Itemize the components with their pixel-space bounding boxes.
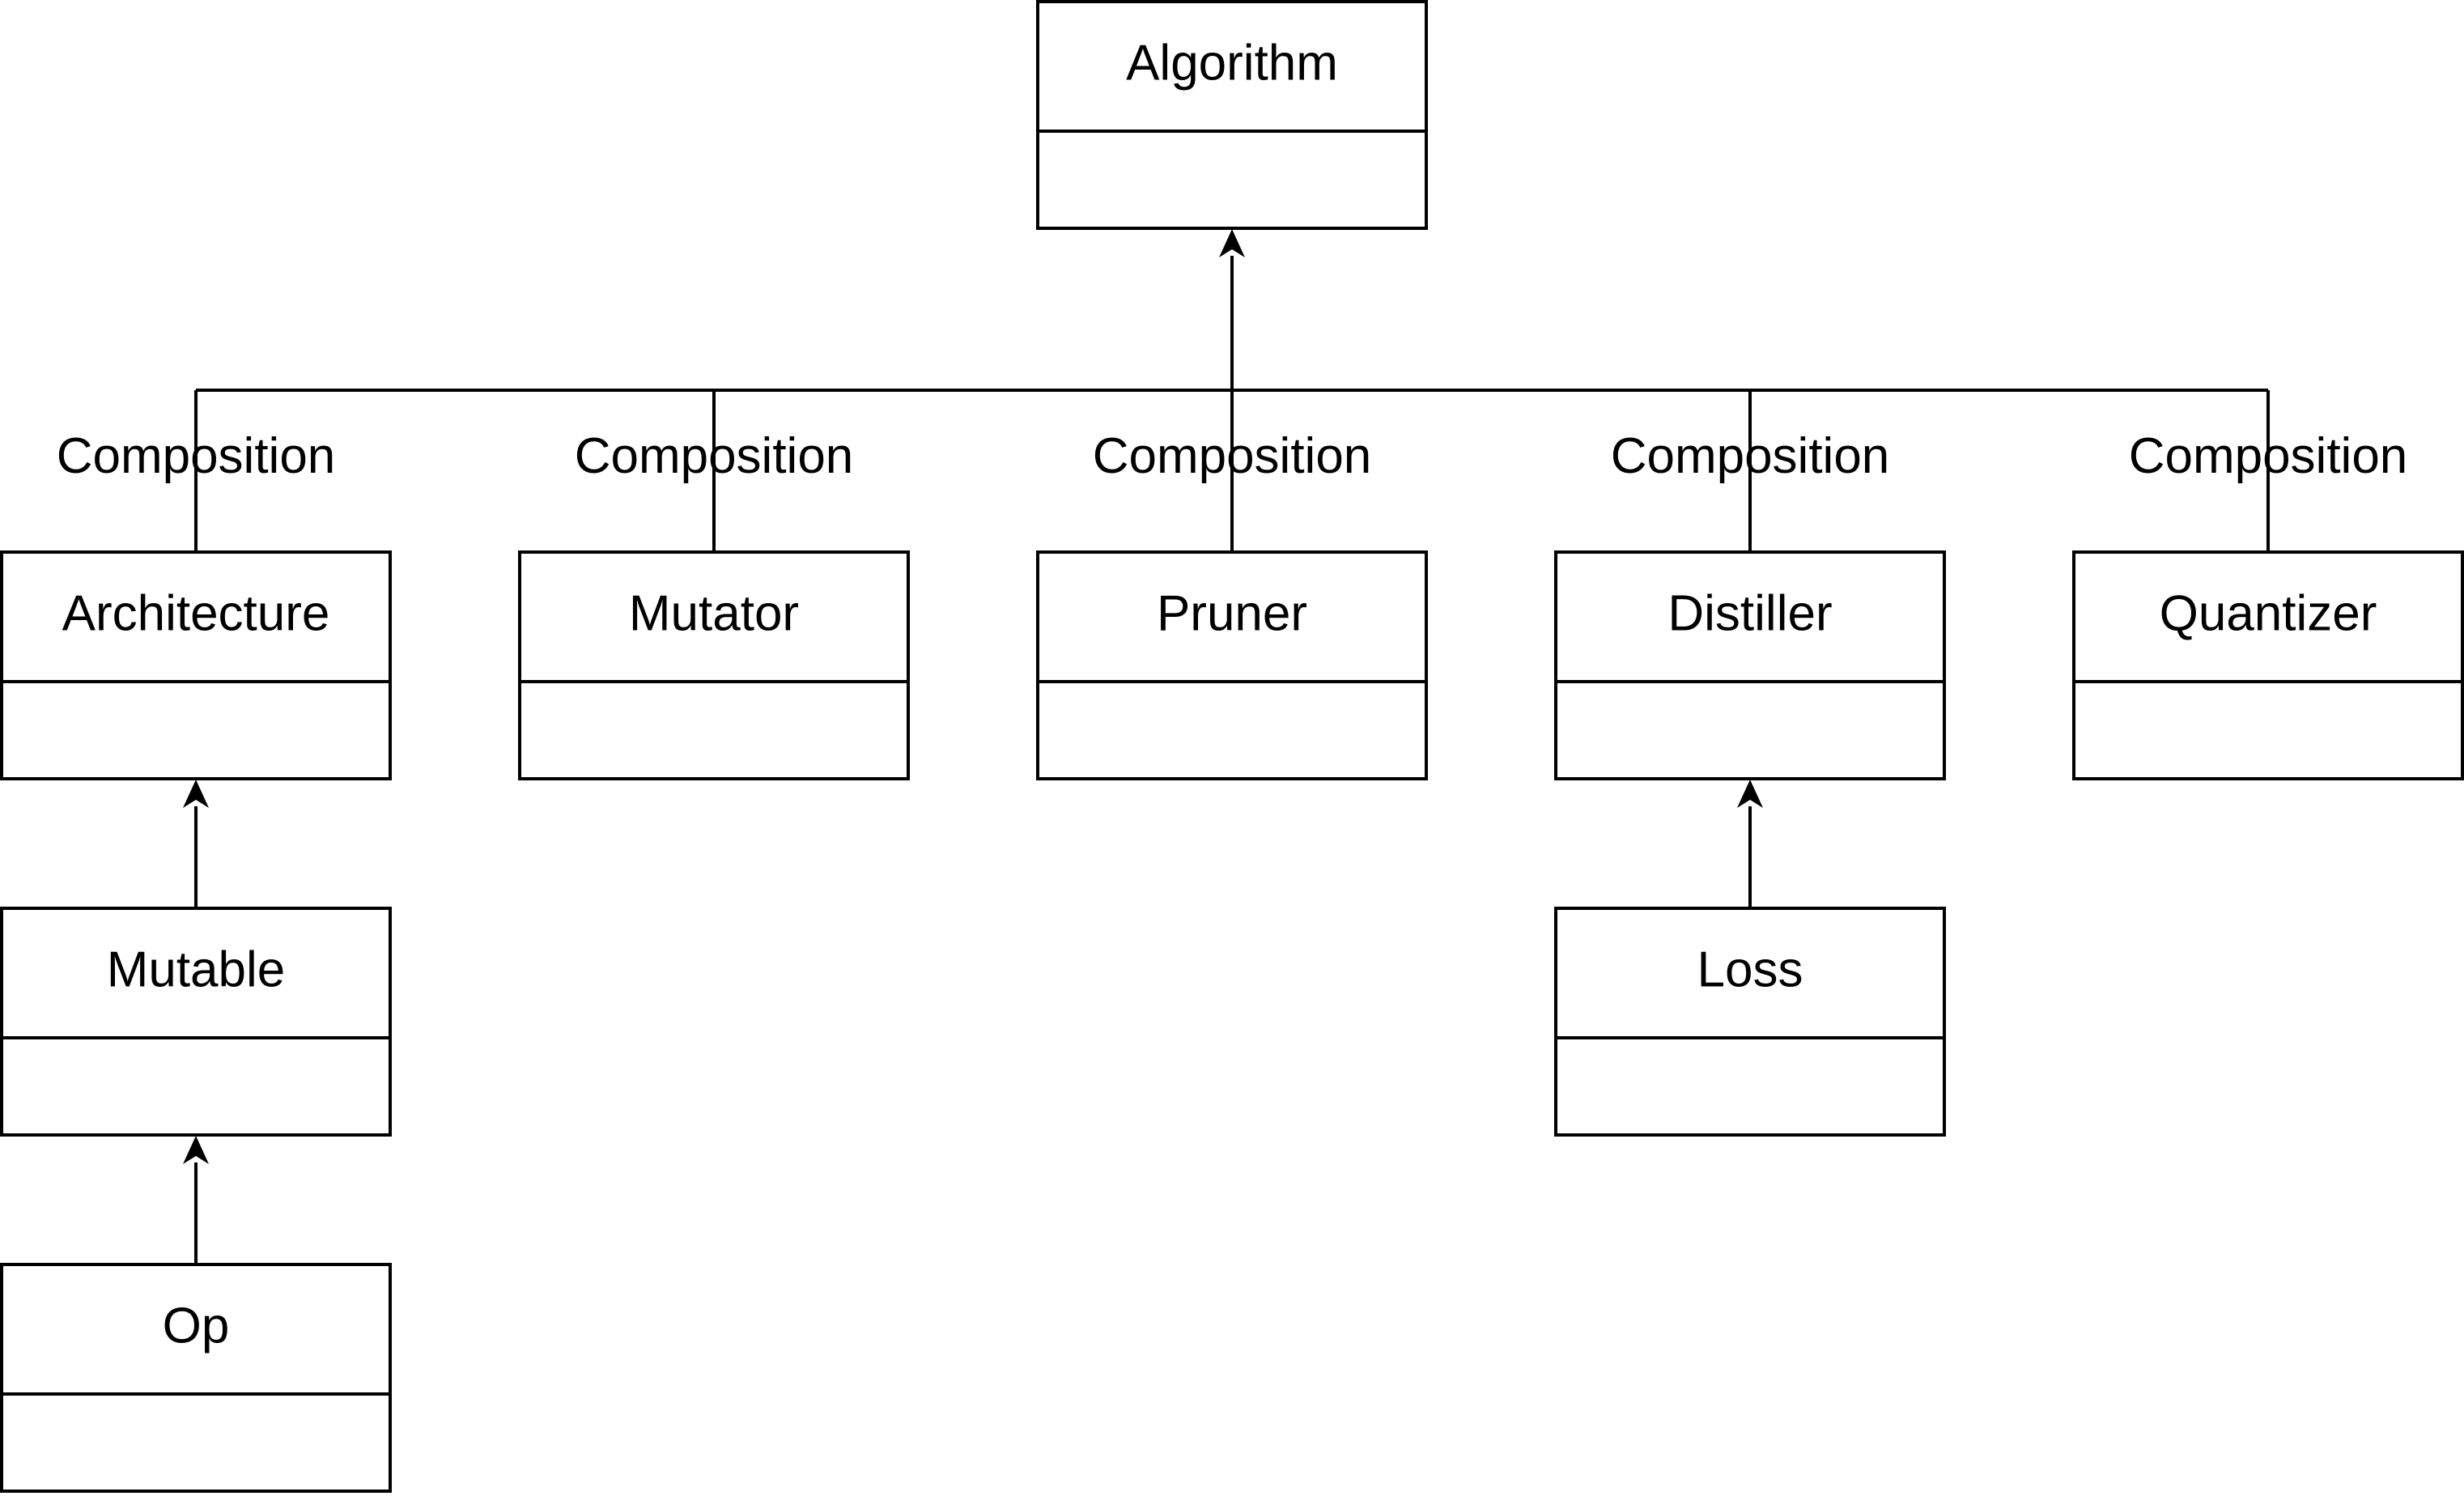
class-loss[interactable]: Loss [1554,907,1946,1137]
mutable-arrowhead [183,1136,209,1164]
class-algorithm-box [1036,0,1428,230]
class-algorithm-name: Algorithm [1126,35,1338,91]
class-op-box [0,1263,392,1493]
composition-label-quantizer: Composition [2129,428,2408,484]
class-quantizer-box [2072,550,2464,780]
class-pruner[interactable]: Pruner [1036,550,1428,780]
class-quantizer[interactable]: Quantizer [2072,550,2464,780]
class-mutator-name: Mutator [629,585,799,641]
class-pruner-box [1036,550,1428,780]
class-loss-box [1554,907,1946,1137]
class-mutator[interactable]: Mutator [518,550,910,780]
composition-label-distiller: Composition [1611,428,1890,484]
composition-label-mutator: Composition [575,428,854,484]
class-mutable[interactable]: Mutable [0,907,392,1137]
algorithm-arrowhead [1219,229,1245,257]
composition-label-architecture: Composition [57,428,336,484]
class-op[interactable]: Op [0,1263,392,1493]
class-architecture[interactable]: Architecture [0,550,392,780]
class-distiller-name: Distiller [1667,585,1832,641]
composition-label-pruner: Composition [1093,428,1372,484]
connectors [183,229,2270,1264]
distiller-arrowhead [1737,780,1763,808]
architecture-arrowhead [183,780,209,808]
class-mutable-box [0,907,392,1137]
class-distiller-box [1554,550,1946,780]
class-quantizer-name: Quantizer [2160,585,2377,641]
edge-labels: Composition Composition Composition Comp… [57,428,2408,484]
class-architecture-box [0,550,392,780]
class-mutable-name: Mutable [107,941,286,997]
class-algorithm[interactable]: Algorithm [1036,0,1428,230]
class-loss-name: Loss [1697,941,1803,997]
class-distiller[interactable]: Distiller [1554,550,1946,780]
class-pruner-name: Pruner [1157,585,1307,641]
class-mutator-box [518,550,910,780]
class-architecture-name: Architecture [62,585,330,641]
class-op-name: Op [163,1298,230,1354]
